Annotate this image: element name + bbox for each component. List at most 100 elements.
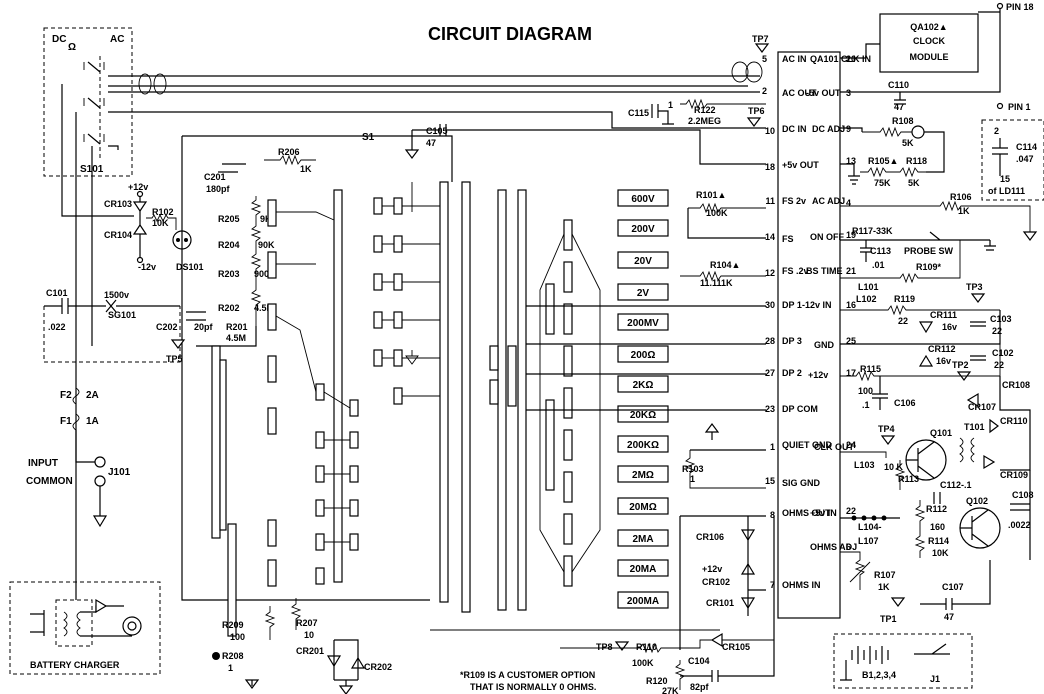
capacitor-c202 <box>186 311 206 321</box>
label-r117: R117-33K <box>852 226 893 236</box>
contact-g5 <box>507 345 517 407</box>
label-q101: Q101 <box>930 428 952 438</box>
label-cr103: CR103 <box>104 199 132 209</box>
range-labels: 600V 200V 20V 2V 200MV 200Ω 2KΩ 20KΩ 200… <box>617 189 669 609</box>
resistor-r113 <box>840 451 906 490</box>
range-20mohm: 20MΩ <box>629 502 656 513</box>
pin-number-6: 6 <box>846 542 851 552</box>
wire-ac-out <box>108 111 766 129</box>
label-c202-value: 20pf <box>194 322 214 332</box>
label-cr110: CR110 <box>1000 416 1028 426</box>
pin-number-30: 30 <box>765 300 775 310</box>
divider-network: C201 180pf R206 1K S1 R205 9K R204 90K R… <box>156 132 527 637</box>
contact-a1 <box>267 199 277 227</box>
contact-c3 <box>349 465 359 483</box>
pin-number-21: 21 <box>846 266 856 276</box>
label-r201: R201 <box>226 322 248 332</box>
contact-c2 <box>349 431 359 449</box>
jack-j1 <box>914 643 950 655</box>
label-r208: R208 <box>222 651 244 661</box>
contact-b5 <box>315 533 325 551</box>
contact-d4 <box>373 311 383 329</box>
pin-ac-in: AC IN <box>782 54 807 64</box>
contact-f8 <box>563 513 573 545</box>
range-box-20mohm <box>617 497 669 515</box>
label-plus12: +12v <box>128 182 148 192</box>
pin-number-18: 18 <box>765 162 775 172</box>
jack-input <box>94 456 106 468</box>
node-d <box>881 515 887 521</box>
resistor-r101 <box>688 202 766 214</box>
label-r205-value: 9K <box>260 214 272 224</box>
label-dc: DC <box>52 34 66 45</box>
wire-divider-left <box>181 136 430 601</box>
label-r207-value: 10 <box>304 630 314 640</box>
contact-b6 <box>315 567 325 585</box>
lamp-pin-b <box>184 238 188 242</box>
label-pin18: PIN 18 <box>1006 2 1034 12</box>
resistor-r108 <box>862 126 912 138</box>
contact-f9 <box>563 555 573 587</box>
contact-e3 <box>393 273 403 291</box>
resistor-r206 <box>264 154 316 166</box>
label-sg101: SG101 <box>108 310 136 320</box>
shield-ring-right-2 <box>745 61 763 83</box>
label-c106: C106 <box>894 398 916 408</box>
label-r106: R106 <box>950 192 972 202</box>
contact-g4 <box>489 379 499 405</box>
label-c106-value: .1 <box>862 400 870 410</box>
r108-wiper <box>911 125 925 139</box>
pin-number-16: 16 <box>846 300 856 310</box>
node-a <box>851 515 857 521</box>
resistors-r112-r114 <box>914 500 926 558</box>
range-20ma: 20MA <box>630 564 657 575</box>
label-common: COMMON <box>26 476 73 487</box>
label-r102-value: 10K <box>152 218 169 228</box>
contact-f4 <box>563 345 573 377</box>
pin-number-24: 24 <box>846 440 856 450</box>
shield-ring-left <box>138 73 152 95</box>
resistors-r105-r118 <box>860 166 926 178</box>
resistor-r106 <box>840 200 1031 232</box>
wire-dc-adj <box>840 127 945 176</box>
resistor-r103 <box>684 450 766 489</box>
label-l107: L107 <box>858 536 879 546</box>
label-f1-value: 1A <box>86 416 99 427</box>
label-r103: R103 <box>682 464 704 474</box>
diode-cr107 <box>966 392 979 408</box>
contact-column-c <box>349 399 359 551</box>
contact-d5 <box>373 349 383 367</box>
battery-cells <box>851 646 889 664</box>
pin-ac-adj: AC ADJ <box>812 196 845 206</box>
label-r204-value: 90K <box>258 240 275 250</box>
pin-dc-adj: DC ADJ <box>812 124 845 134</box>
label-c108: C108 <box>1012 490 1034 500</box>
label-r206: R206 <box>278 147 300 157</box>
contact-e1 <box>393 197 403 215</box>
label-r114: R114 <box>928 536 949 546</box>
pin-number-1: 1 <box>770 442 775 452</box>
transformer-t101 <box>959 437 975 463</box>
capacitor-c103 <box>970 321 986 327</box>
label-cr101: CR101 <box>706 598 734 608</box>
label-c108-value: .0022 <box>1008 520 1031 530</box>
label-c114: C114 <box>1016 142 1037 152</box>
label-cr201: CR201 <box>296 646 324 656</box>
label-r122-value: 2.2MEG <box>688 116 721 126</box>
label-r119-value: 22 <box>898 316 908 326</box>
note-line-1: *R109 IS A CUSTOMER OPTION <box>460 670 595 680</box>
contact-d2 <box>373 235 383 253</box>
wafer-bar-3 <box>333 189 343 583</box>
testpoint-tp6 <box>746 117 762 127</box>
contact-d3 <box>373 273 383 291</box>
resistor-r102 <box>146 213 177 230</box>
label-r203: R203 <box>218 269 240 279</box>
clock-module-box <box>879 13 979 73</box>
range-20kohm: 20KΩ <box>630 410 656 421</box>
diode-cr109 <box>983 454 996 470</box>
range-box-200kohm <box>617 435 669 453</box>
range-box-2mohm <box>617 465 669 483</box>
ground-r106 <box>1022 231 1038 241</box>
range-200mv: 200MV <box>627 318 659 329</box>
wafer-bar-1 <box>211 345 221 539</box>
